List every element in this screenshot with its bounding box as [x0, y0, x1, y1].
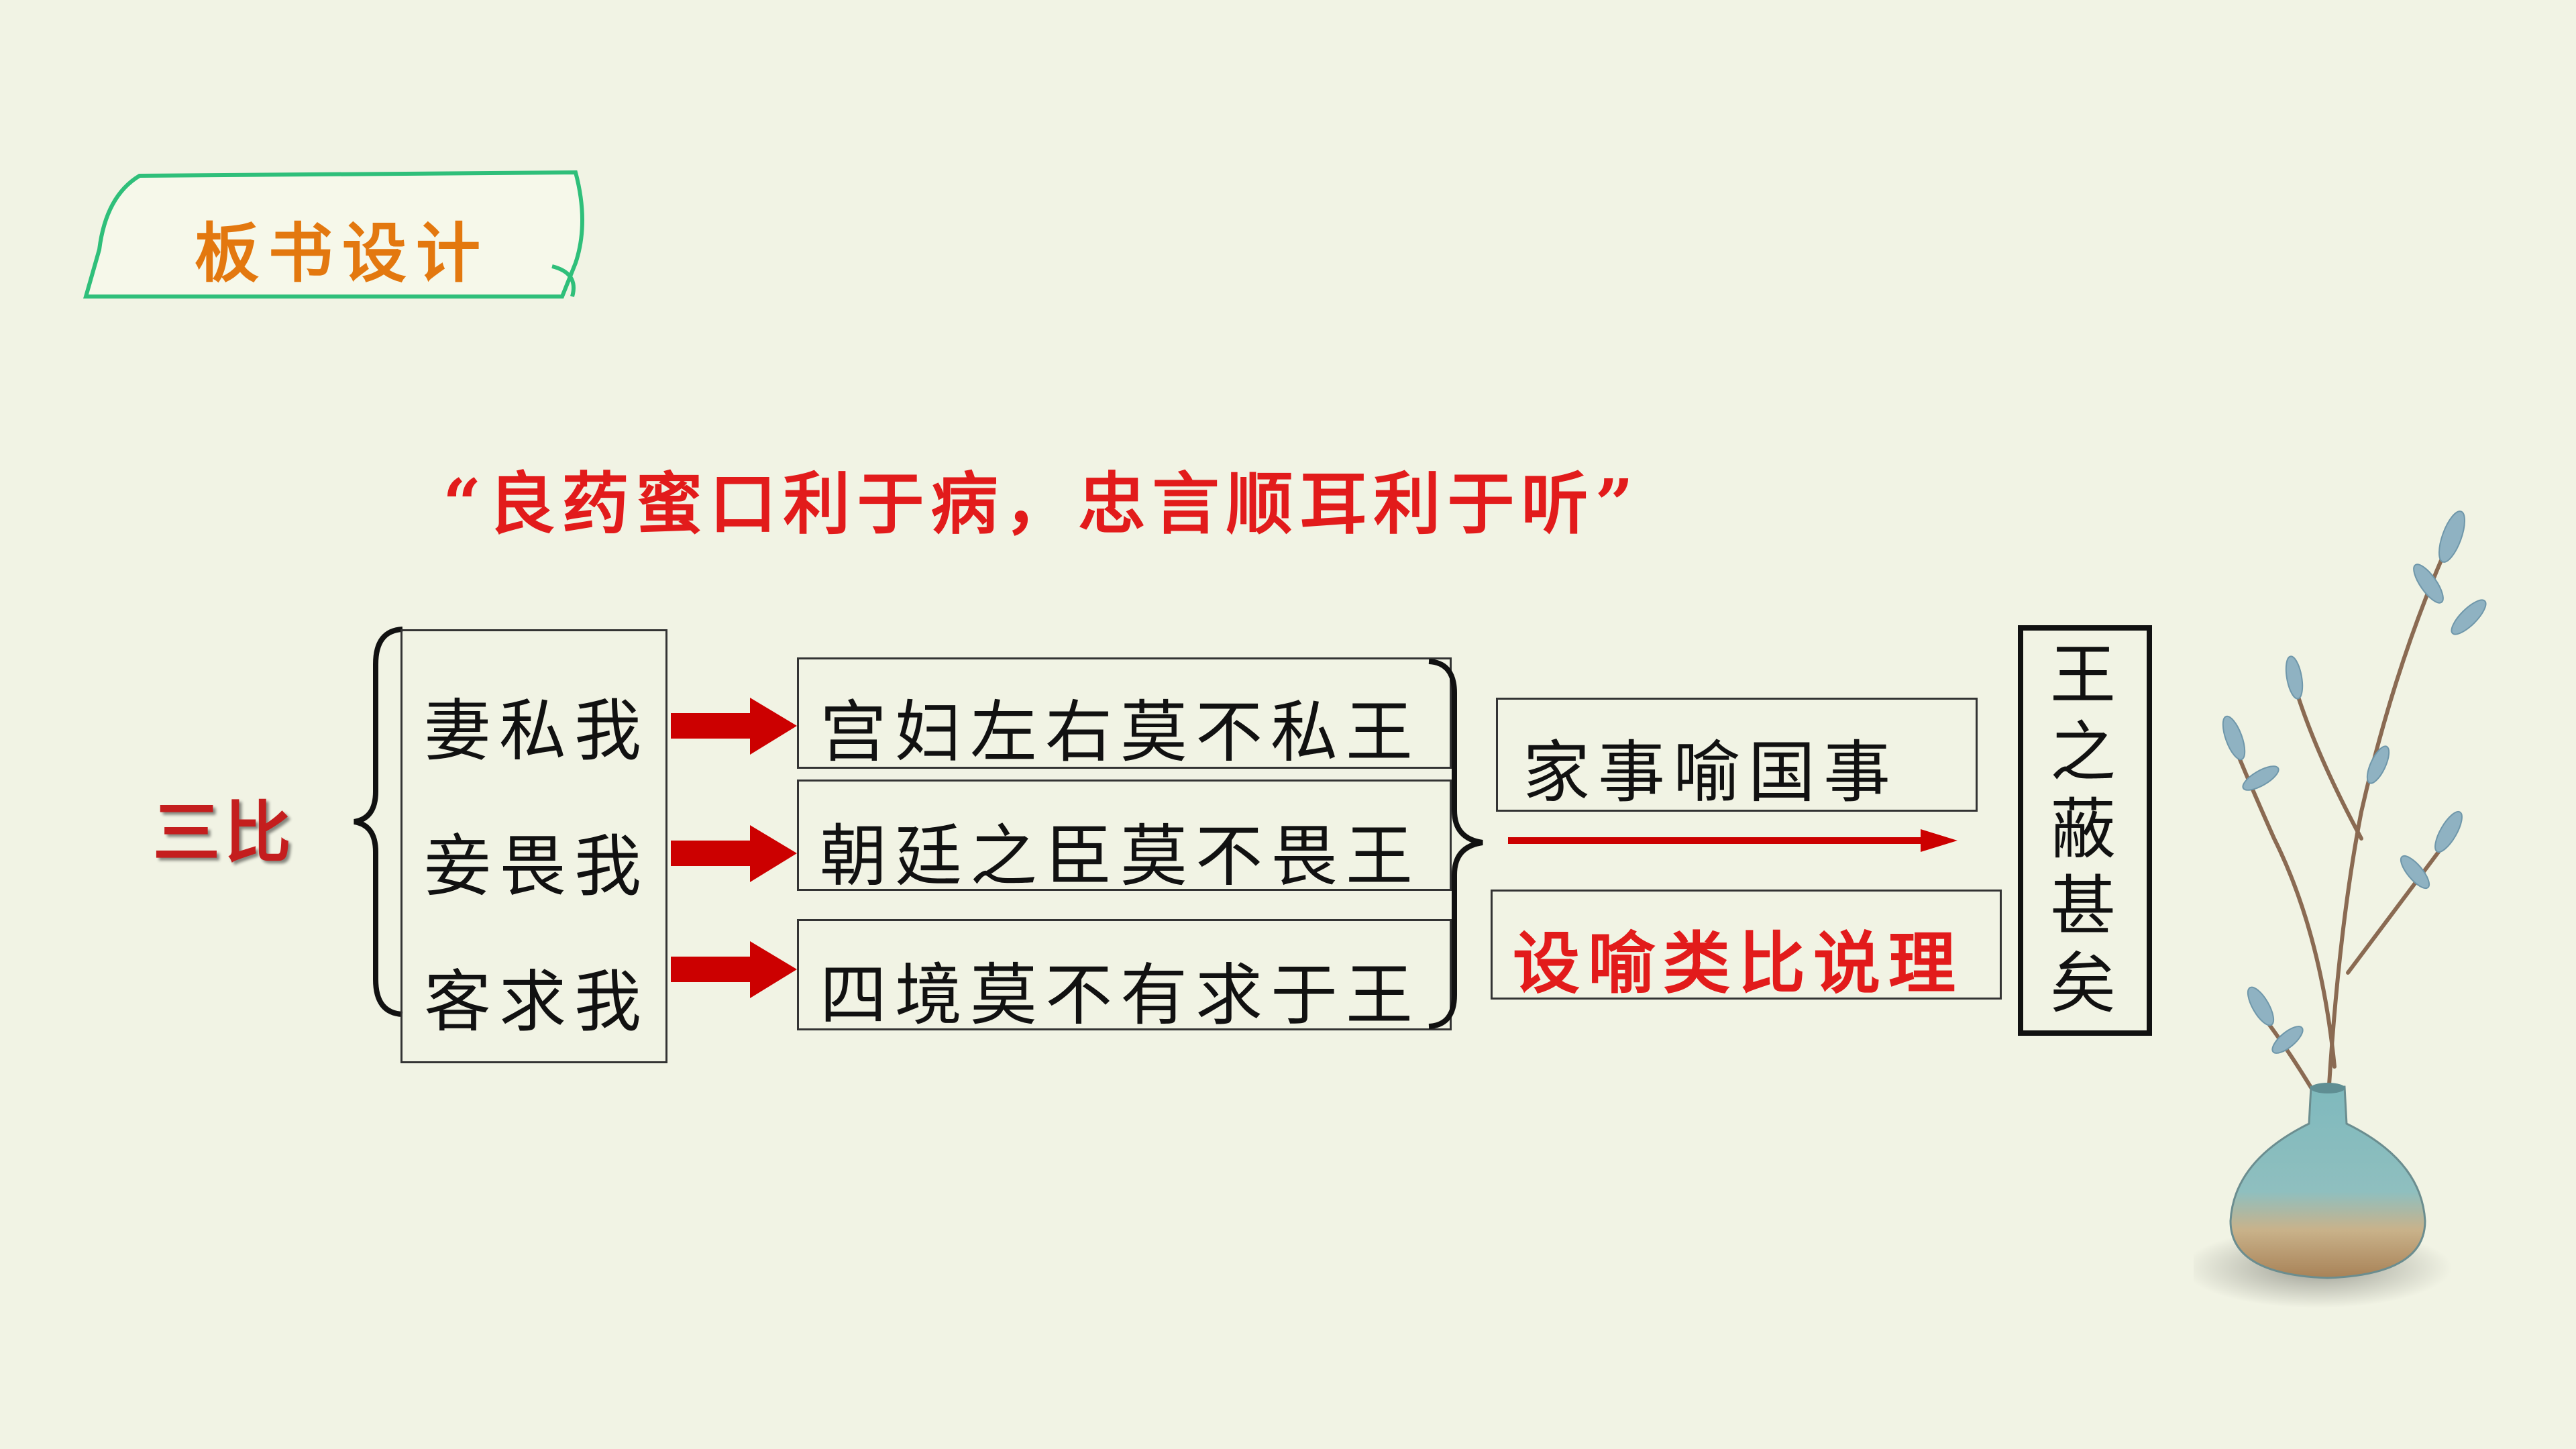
left-item: 妾畏我	[424, 827, 649, 906]
right-brace	[1428, 659, 1483, 1029]
arrow-right-icon	[671, 825, 797, 882]
middle-item-box	[797, 780, 1452, 891]
arrow-right-icon	[671, 941, 797, 998]
conclusion-char: 王	[2049, 637, 2116, 714]
conclusion-char: 矣	[2049, 946, 2116, 1022]
analogy-top-text: 家事喻国事	[1523, 733, 1898, 812]
vase-with-branches-icon	[2194, 511, 2487, 1308]
middle-item: 四境莫不有求于王	[820, 956, 1421, 1034]
left-item: 妻私我	[424, 692, 649, 770]
left-item: 客求我	[424, 963, 649, 1041]
analogy-bottom-box	[1491, 890, 2002, 1000]
arrow-right-icon	[671, 698, 797, 755]
analogy-bottom-text: 设喻类比说理	[1513, 924, 1964, 1003]
middle-item: 朝廷之臣莫不畏王	[820, 817, 1421, 896]
left-items-box	[400, 629, 667, 1063]
analogy-top-box	[1496, 698, 1978, 812]
arrow-right-icon	[1508, 829, 1957, 852]
conclusion-char: 之	[2049, 714, 2116, 791]
category-label: 三比	[153, 793, 295, 872]
middle-item-box	[797, 657, 1452, 769]
conclusion-char: 甚	[2049, 869, 2116, 945]
middle-item: 宫妇左右莫不私王	[820, 693, 1421, 771]
proverb-quote: “良药蜜口利于病，忠言顺耳利于听”	[443, 464, 1641, 543]
title-tab-shape	[83, 170, 584, 299]
conclusion-box	[2018, 625, 2152, 1036]
section-title: 板书设计	[195, 215, 490, 291]
middle-item-box	[797, 919, 1452, 1030]
left-brace	[354, 627, 403, 1017]
conclusion-char: 蔽	[2049, 792, 2116, 868]
conclusion-text: 王 之 蔽 甚 矣	[2036, 637, 2130, 1023]
